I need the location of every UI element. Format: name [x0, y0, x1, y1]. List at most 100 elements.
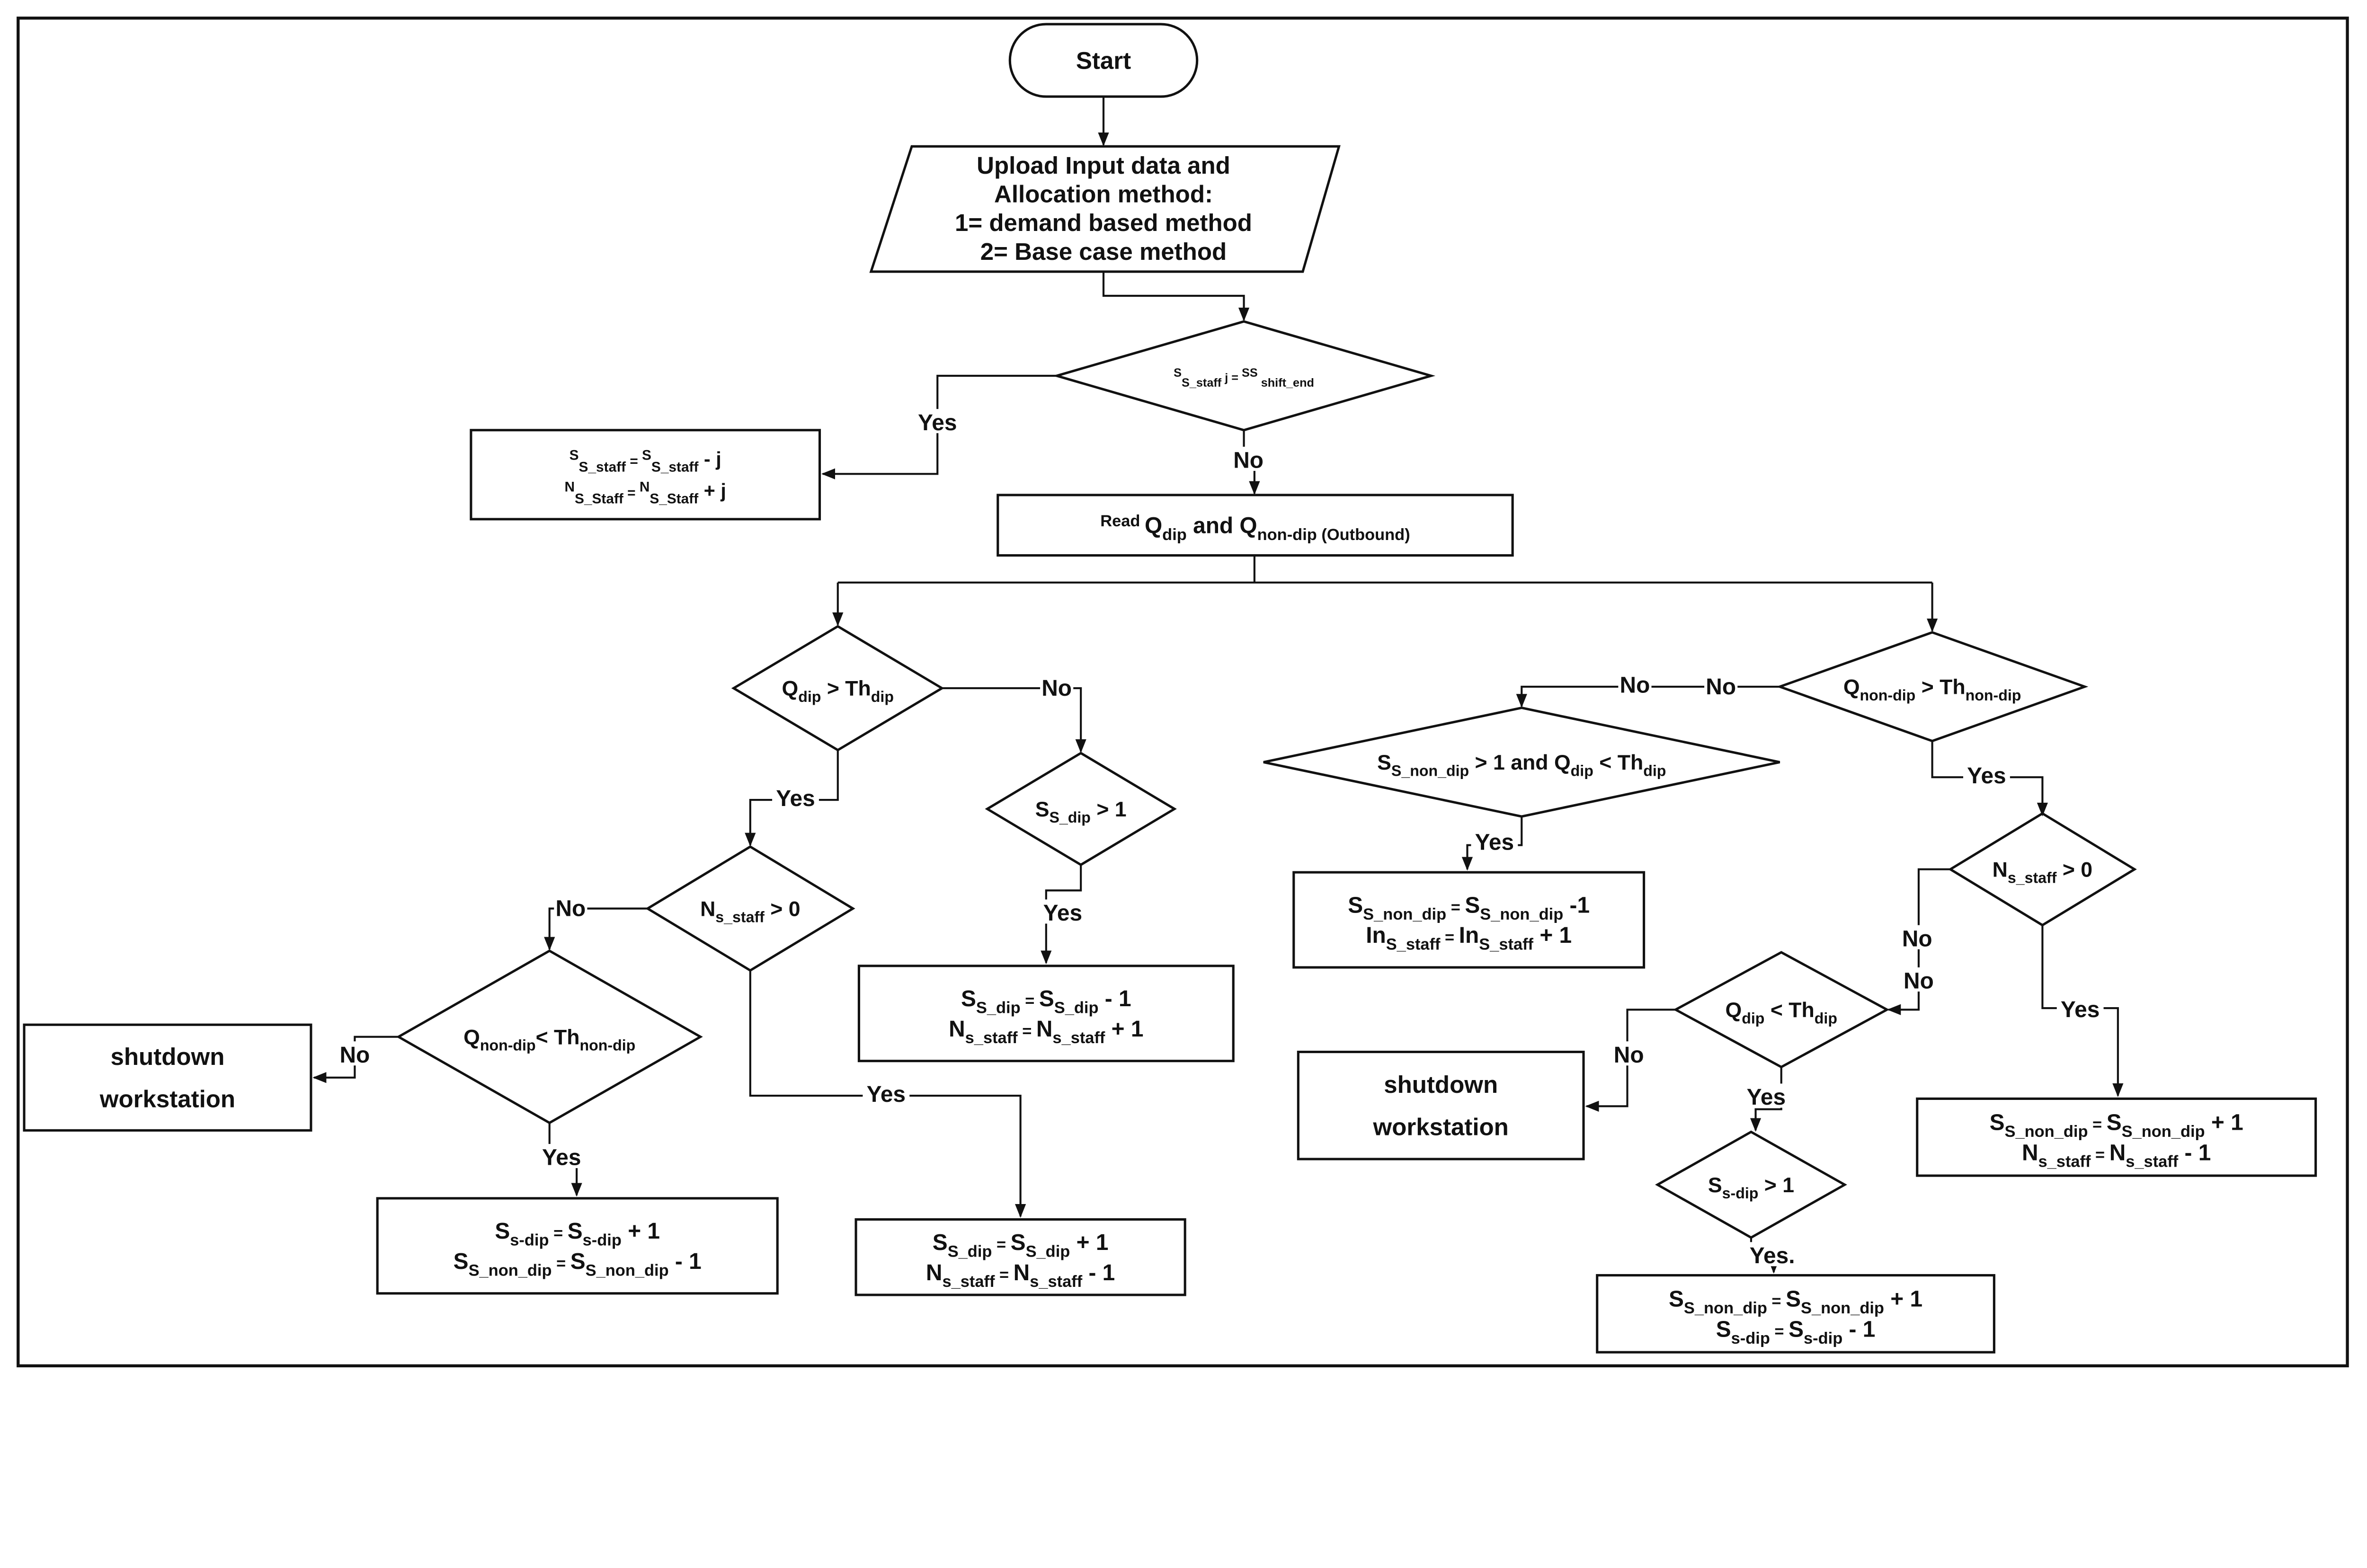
text-segment-n: - 1 [1842, 1317, 1875, 1342]
text-segment-sub: dip [1162, 526, 1187, 544]
qnondip-lt-decision-node: Qnon-dip< Thnon-dip [396, 949, 703, 1125]
text-segment-small: = [623, 485, 640, 501]
text-segment-small: = [1446, 898, 1465, 916]
node-text-line: Ns_staff > 0 [700, 897, 800, 925]
text-segment-n: Q [1145, 513, 1162, 538]
qnondip-gt-decision-node: Qnon-dip > Thnon-dip [1776, 631, 2089, 743]
text-segment-n: S [1990, 1110, 2005, 1135]
node-text-line: Ns_staff = Ns_staff - 1 [2022, 1140, 2211, 1170]
connector-arrow [1041, 865, 1082, 965]
text-segment-n: N [949, 1017, 965, 1042]
decision-diamond [396, 949, 703, 1125]
text-segment-n: Upload Input data and [977, 152, 1230, 179]
edge-label-text: Yes [542, 1145, 581, 1170]
text-segment-n: Q [1843, 676, 1860, 699]
text-segment-n: N [1993, 858, 2008, 881]
text-segment-small: = [2088, 1116, 2106, 1134]
text-segment-small: = [992, 1236, 1010, 1254]
node-text-line: 1= demand based method [955, 209, 1252, 236]
label-background [1471, 828, 1518, 853]
text-segment-n: S [1039, 986, 1054, 1011]
text-segment-n: workstation [99, 1085, 235, 1112]
node-text-line: Qnon-dip > Thnon-dip [1843, 676, 2021, 704]
text-segment-n: S [570, 1249, 586, 1274]
label-background [1612, 1041, 1646, 1066]
ssdip-minus-node: SS_dip = SS_dip - 1Ns_staff = Ns_staff +… [857, 965, 1235, 1063]
text-segment-n: Start [1076, 47, 1131, 74]
text-segment-n: S [1786, 1287, 1801, 1312]
text-segment-sub: non-dip [580, 1037, 636, 1054]
text-segment-n: > 1 and Q [1469, 751, 1571, 774]
label-background [1902, 967, 1936, 992]
text-segment-sub: s_staff [2126, 1153, 2179, 1171]
text-segment-n: + j [698, 479, 726, 502]
text-segment-n: 1= demand based method [955, 209, 1252, 236]
node-text-line: Qnon-dip< Thnon-dip [463, 1026, 635, 1054]
text-segment-sub: S_non_dip [1684, 1299, 1767, 1317]
text-segment-sub: s_staff [965, 1029, 1018, 1047]
text-segment-n: > 0 [2056, 858, 2092, 881]
edge-label-no: No [1232, 446, 1265, 473]
text-segment-sub: S_staff [579, 459, 626, 475]
label-background [338, 1041, 372, 1066]
node-text-line: Upload Input data and [977, 152, 1230, 179]
text-segment-n: N [1036, 1017, 1053, 1042]
label-background [554, 895, 587, 919]
node-text-line: SS_dip > 1 [1035, 798, 1127, 826]
diagram-frame [17, 17, 2349, 1368]
text-segment-sup: N [640, 479, 650, 495]
node-text-line: Qdip < Thdip [1726, 999, 1837, 1027]
text-segment-n: Allocation method: [994, 181, 1213, 208]
text-segment-sub: S_Staff [575, 491, 623, 506]
edge-label-no: No [1040, 674, 1074, 701]
text-segment-small: = [552, 1255, 570, 1273]
node-text-line: Ns_staff > 0 [1993, 858, 2092, 886]
text-segment-sub: s_staff [1052, 1029, 1105, 1047]
edge-label-yes: Yes. [1742, 1242, 1803, 1268]
text-segment-sub: S_dip [1026, 1242, 1070, 1260]
node-text-line: Ns_staff = Ns_staff - 1 [926, 1260, 1115, 1291]
node-text-line: shutdown [1384, 1071, 1498, 1098]
text-segment-n: shutdown [111, 1043, 225, 1070]
text-segment-n: < Th [1764, 999, 1814, 1022]
text-segment-sub: S_dip [1054, 999, 1099, 1017]
text-segment-sub: S_dip [976, 999, 1021, 1017]
edge-label-text: Yes [867, 1082, 906, 1107]
edge-label-no: No [1900, 925, 1934, 951]
text-segment-n: + 1 [1884, 1287, 1922, 1312]
text-segment-sub: dip [1742, 1010, 1764, 1027]
node-text-line: workstation [99, 1085, 235, 1112]
node-text-line: workstation [1373, 1113, 1509, 1140]
edge-label-no: No [554, 895, 587, 921]
edge-label-yes: Yes [772, 785, 819, 811]
text-segment-small: j = [1221, 371, 1242, 384]
text-segment-sub: dip [1643, 762, 1666, 779]
text-segment-sub: non-dip [1966, 687, 2021, 704]
text-segment-small: = [995, 1266, 1013, 1284]
text-segment-n: S [1716, 1317, 1731, 1342]
text-segment-sub: s_staff [2008, 869, 2057, 886]
text-segment-sup: N [565, 479, 575, 495]
text-segment-n: > Th [821, 677, 871, 700]
process-box [1297, 1051, 1585, 1160]
edge-label-yes: Yes [538, 1144, 585, 1170]
text-segment-n: S [1035, 798, 1050, 821]
text-segment-sub: S_Staff [650, 491, 698, 506]
node-text-line: Read Qdip and Qnon-dip (Outbound) [1100, 512, 1410, 544]
node-text-line: Ss-dip > 1 [1708, 1174, 1794, 1202]
connector-arrow [544, 907, 648, 951]
text-segment-small: = [1441, 929, 1459, 947]
node-text-line: NS_Staff = NS_Staff + j [565, 479, 726, 506]
text-segment-sub: (Outbound) [1317, 526, 1410, 544]
decision-diamond [1655, 1130, 1847, 1239]
text-segment-small: = [1770, 1322, 1789, 1340]
node-text-line: SS_non_dip = SS_non_dip + 1 [1669, 1287, 1922, 1317]
text-segment-n: < Th [536, 1026, 580, 1049]
process-box [854, 1218, 1186, 1296]
text-segment-sub: dip [1571, 762, 1593, 779]
text-segment-n: workstation [1373, 1113, 1509, 1140]
ssnondip-plus-node: SS_non_dip = SS_non_dip + 1Ns_staff = Ns… [1916, 1097, 2317, 1177]
text-segment-n: Q [463, 1026, 480, 1049]
